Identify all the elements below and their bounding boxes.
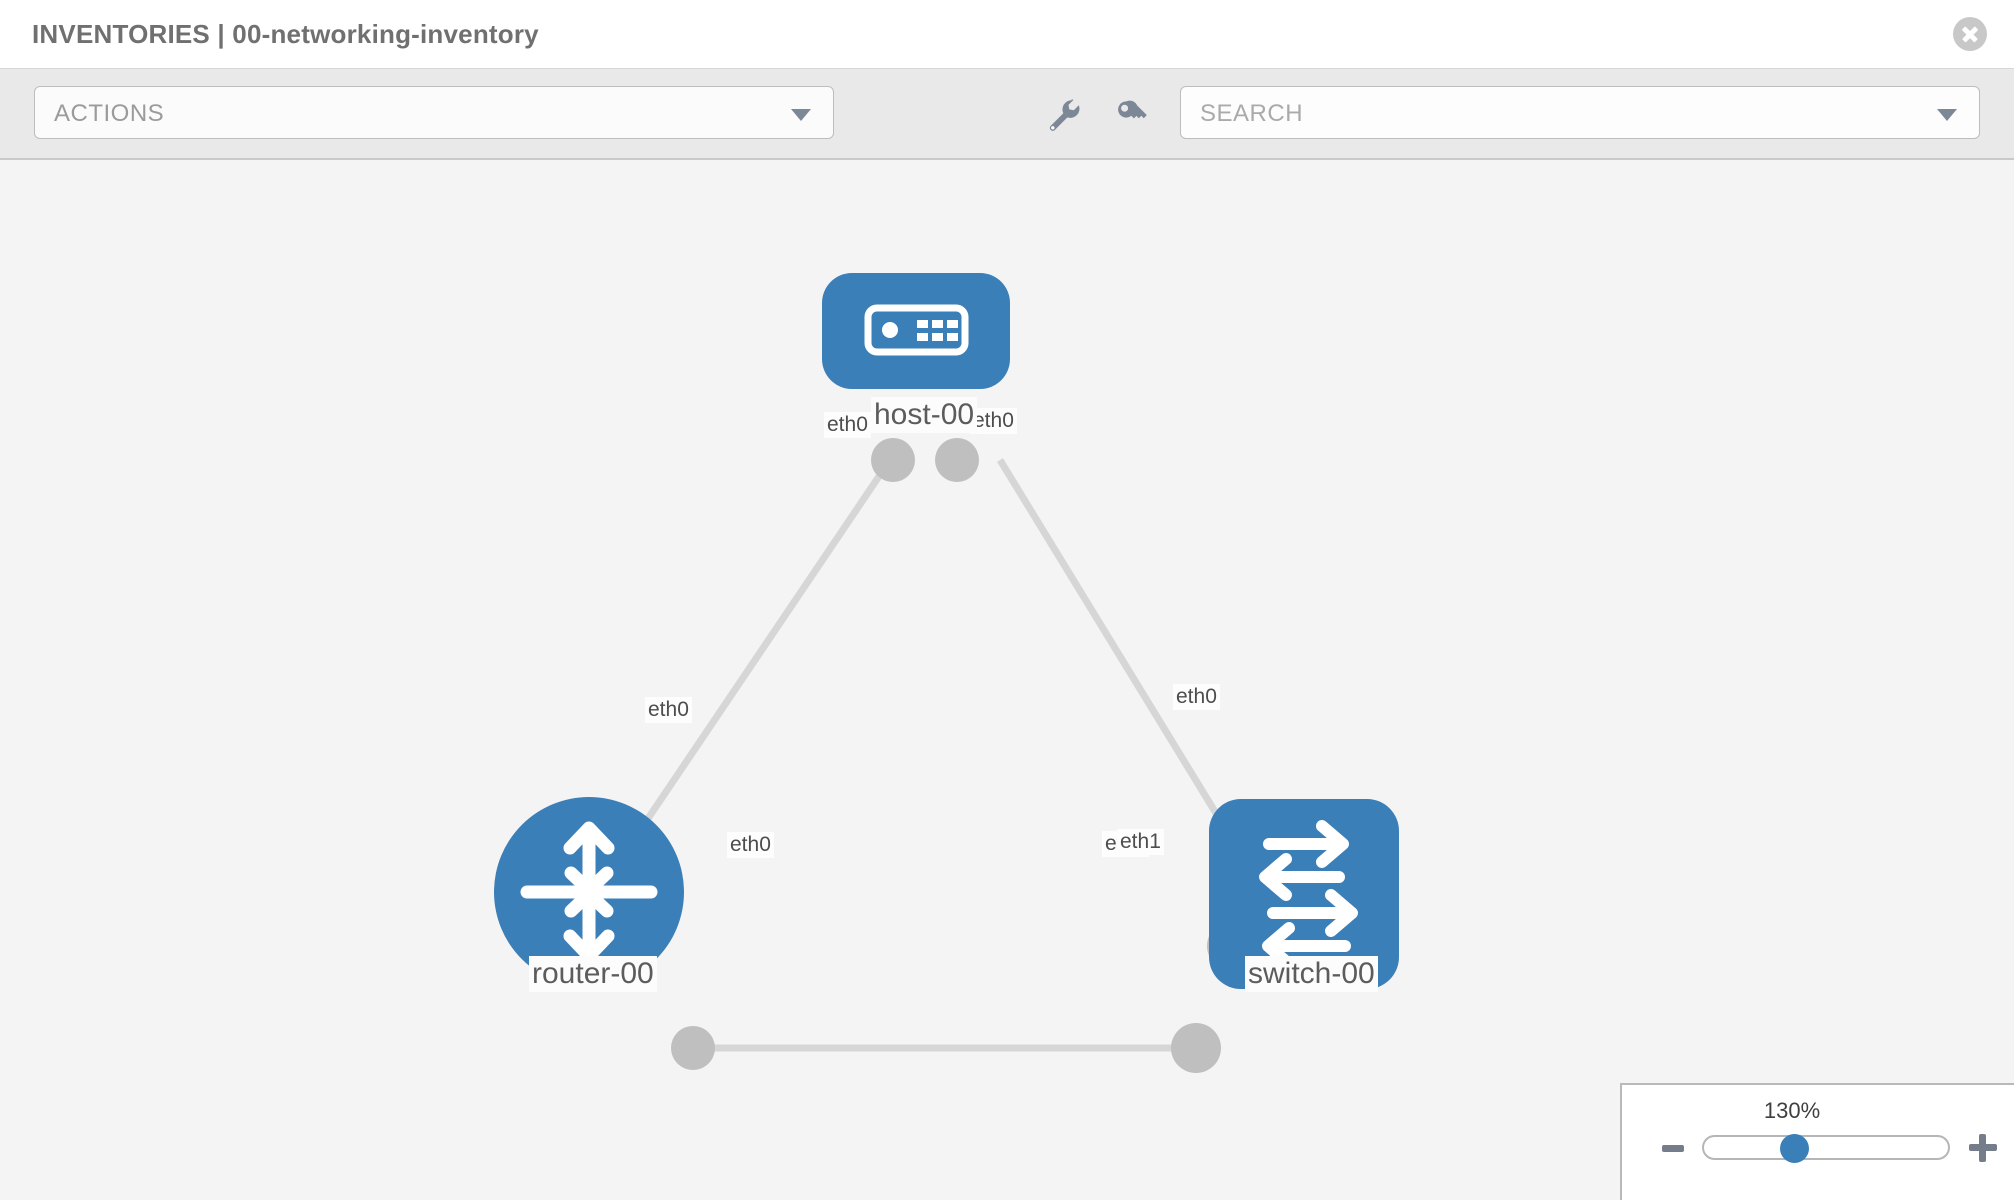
connector-router-eth0[interactable]: [671, 1026, 715, 1070]
connector-host-eth0-right[interactable]: [935, 438, 979, 482]
iface-label[interactable]: eth0: [727, 832, 774, 858]
iface-label[interactable]: eth1: [1117, 829, 1164, 855]
iface-label[interactable]: eth0: [1173, 684, 1220, 710]
switch-arrows-icon: [1259, 820, 1358, 970]
search-input-value: SEARCH: [1200, 100, 1304, 127]
wrench-icon[interactable]: [1046, 97, 1080, 131]
iface-label[interactable]: eth0: [645, 697, 692, 723]
iface-label[interactable]: eth0: [970, 408, 1017, 434]
chevron-down-icon: [791, 109, 811, 121]
search-input[interactable]: SEARCH: [1180, 86, 1980, 139]
node-switch-00[interactable]: [1209, 799, 1399, 989]
edge-host-switch[interactable]: [997, 458, 1228, 830]
page-title: INVENTORIES | 00-networking-inventory: [32, 19, 539, 49]
node-label-switch-00[interactable]: switch-00: [1245, 956, 1378, 992]
node-label-router-00[interactable]: router-00: [529, 956, 657, 992]
topology-canvas[interactable]: eth0 eth0 eth0 eth0 eth0 eth0 eth1 host-…: [0, 160, 2014, 1200]
zoom-slider-thumb[interactable]: [1780, 1134, 1809, 1163]
topology-connectors: [671, 438, 1257, 1073]
zoom-control-panel: 130%: [1620, 1083, 2014, 1200]
close-icon[interactable]: [1953, 17, 1987, 51]
node-host-00[interactable]: [822, 273, 1010, 389]
actions-dropdown-label: ACTIONS: [54, 100, 165, 127]
node-host-00-shape[interactable]: [822, 273, 1010, 389]
edge-host-router[interactable]: [617, 458, 893, 862]
chevron-down-icon: [1937, 109, 1957, 121]
iface-label[interactable]: eth0: [824, 412, 871, 438]
zoom-slider-track[interactable]: [1702, 1135, 1950, 1160]
node-switch-00-shape[interactable]: [1209, 799, 1399, 989]
actions-dropdown[interactable]: ACTIONS: [34, 86, 834, 139]
page-header: INVENTORIES | 00-networking-inventory: [0, 0, 2014, 69]
connector-host-eth0-left[interactable]: [871, 438, 915, 482]
topology-graph: [494, 273, 1399, 1073]
zoom-in-button[interactable]: [1969, 1134, 1997, 1162]
topology-edges: [617, 458, 1228, 1052]
toolbar: ACTIONS SEARCH: [0, 69, 2014, 160]
zoom-level-value: 130%: [1763, 1098, 1821, 1123]
key-icon[interactable]: [1114, 97, 1148, 131]
connector-switch-eth1[interactable]: [1171, 1023, 1221, 1073]
node-router-00[interactable]: [494, 797, 684, 987]
node-label-host-00[interactable]: host-00: [871, 397, 978, 433]
server-icon: [864, 304, 969, 356]
zoom-out-button[interactable]: [1662, 1145, 1684, 1152]
